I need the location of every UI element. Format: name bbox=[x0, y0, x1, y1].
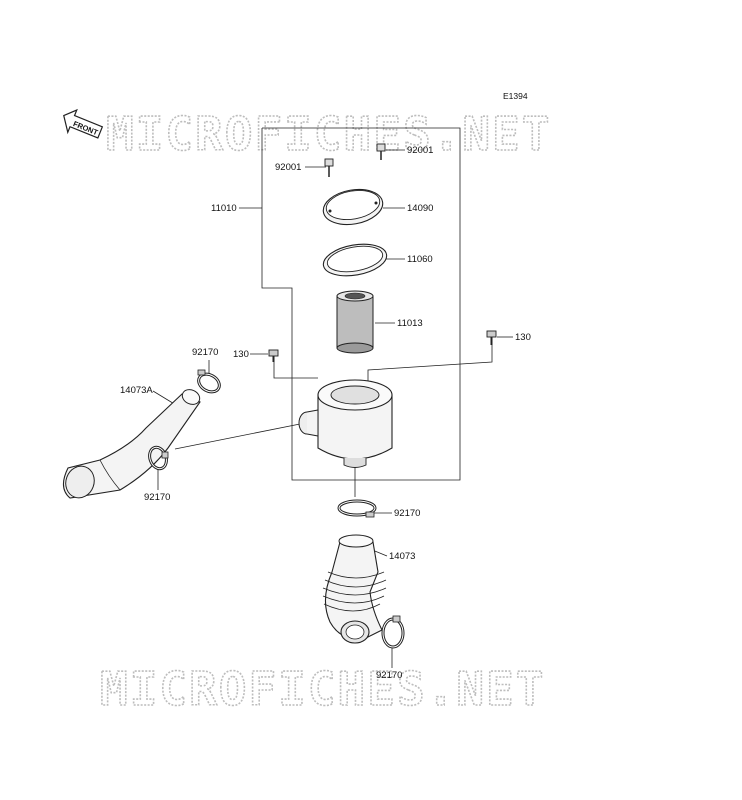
front-arrow-icon: FRONT bbox=[63, 108, 104, 139]
callout-gasket: 11060 bbox=[407, 254, 433, 265]
callout-duct-lower: 14073 bbox=[389, 551, 415, 562]
callout-element: 11013 bbox=[397, 318, 423, 329]
callout-bolt-right: 130 bbox=[515, 332, 531, 343]
gasket bbox=[322, 243, 388, 277]
watermark-top: MICROFICHES.NET bbox=[106, 107, 551, 161]
clamp-bottom bbox=[381, 615, 405, 649]
bolt-left-icon bbox=[268, 349, 279, 362]
clamp-upper-left bbox=[197, 369, 221, 394]
callout-clamp-bottom: 92170 bbox=[376, 670, 402, 681]
cover-plate bbox=[322, 188, 384, 226]
clamp-center bbox=[337, 499, 377, 518]
callout-clamp-lower-left: 92170 bbox=[144, 492, 170, 503]
callout-cover: 14090 bbox=[407, 203, 433, 214]
diagram-id: E1394 bbox=[503, 91, 528, 101]
callout-screw-right: 92001 bbox=[407, 145, 433, 156]
watermark-bottom: MICROFICHES.NET bbox=[100, 662, 545, 716]
callout-assembly: 11010 bbox=[211, 203, 237, 214]
left-duct bbox=[62, 389, 201, 499]
air-cleaner-housing bbox=[298, 379, 393, 468]
callout-bolt-left: 130 bbox=[233, 349, 249, 360]
callout-duct-left: 14073A bbox=[120, 385, 153, 396]
filter-element bbox=[336, 290, 374, 354]
callout-clamp-upper-left: 92170 bbox=[192, 347, 218, 358]
callout-screw-left: 92001 bbox=[275, 162, 301, 173]
lower-duct bbox=[322, 534, 387, 644]
screw-right-icon bbox=[376, 143, 386, 160]
clamp-lower-left bbox=[148, 445, 169, 471]
assembly-bracket bbox=[261, 127, 461, 481]
callout-clamp-center: 92170 bbox=[394, 508, 420, 519]
screw-left-icon bbox=[324, 158, 334, 177]
bolt-right-icon bbox=[486, 330, 497, 345]
